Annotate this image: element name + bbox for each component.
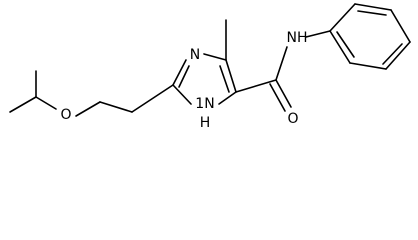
atom-label-ring-nh-symbol: N: [204, 96, 214, 112]
bond-ring-c4-c5-double-b: [219, 65, 230, 93]
bond-phenyl-4: [385, 41, 411, 70]
bond-phenyl-5: [349, 62, 387, 70]
bond-linker-ring-c2: [131, 84, 174, 113]
atom-label-ring-nh: 1N: [195, 96, 214, 112]
atom-label-ring-nitrogen: N: [190, 47, 200, 63]
bonds: [9, 3, 411, 117]
bond-ring-n1-c2: [172, 84, 192, 105]
bond-phenyl-3: [390, 9, 411, 43]
bond-carbonyl-oxygen-double-b: [269, 83, 286, 112]
bond-phenyl-inner-1: [357, 10, 387, 16]
bond-phenyl-inner-3: [336, 31, 355, 58]
bond-ring-c5-carbonyl: [235, 79, 277, 93]
bond-ethyl-linker: [99, 101, 133, 113]
bond-isopropyl-ether-oxygen: [35, 96, 57, 110]
bond-ring-c2-n3-double-b: [178, 65, 190, 88]
atom-label-amide-nitrogen: NH: [287, 30, 308, 46]
bond-isopropyl-methyl-a: [9, 96, 37, 113]
bond-phenyl-1: [329, 3, 356, 32]
atom-label-ring-nh-hydrogen: H: [200, 115, 211, 131]
bond-amide-n-phenyl: [305, 30, 331, 38]
chemical-structure-diagram: N 1N H NH O O: [9, 3, 411, 131]
atom-label-ether-oxygen: O: [60, 107, 71, 123]
atom-labels: N 1N H NH O O: [60, 30, 307, 131]
bond-ether-oxygen-ch2: [75, 101, 101, 117]
bond-phenyl-inner-2: [382, 43, 403, 65]
bond-ring-c2-n3-double-a: [172, 59, 187, 86]
bond-phenyl-2: [354, 3, 392, 11]
bond-ring-c4-c5-double-a: [225, 59, 237, 93]
bond-carbonyl-oxygen-double-a: [275, 79, 292, 108]
bond-ring-c5-n1: [218, 91, 237, 105]
bond-ring-n3-c4: [203, 53, 227, 61]
bond-phenyl-6: [329, 30, 351, 64]
atom-label-amide-oxygen: O: [287, 111, 298, 127]
atom-label-ring-nh-number: 1: [195, 96, 204, 112]
bond-carbonyl-amide-n: [275, 46, 288, 81]
